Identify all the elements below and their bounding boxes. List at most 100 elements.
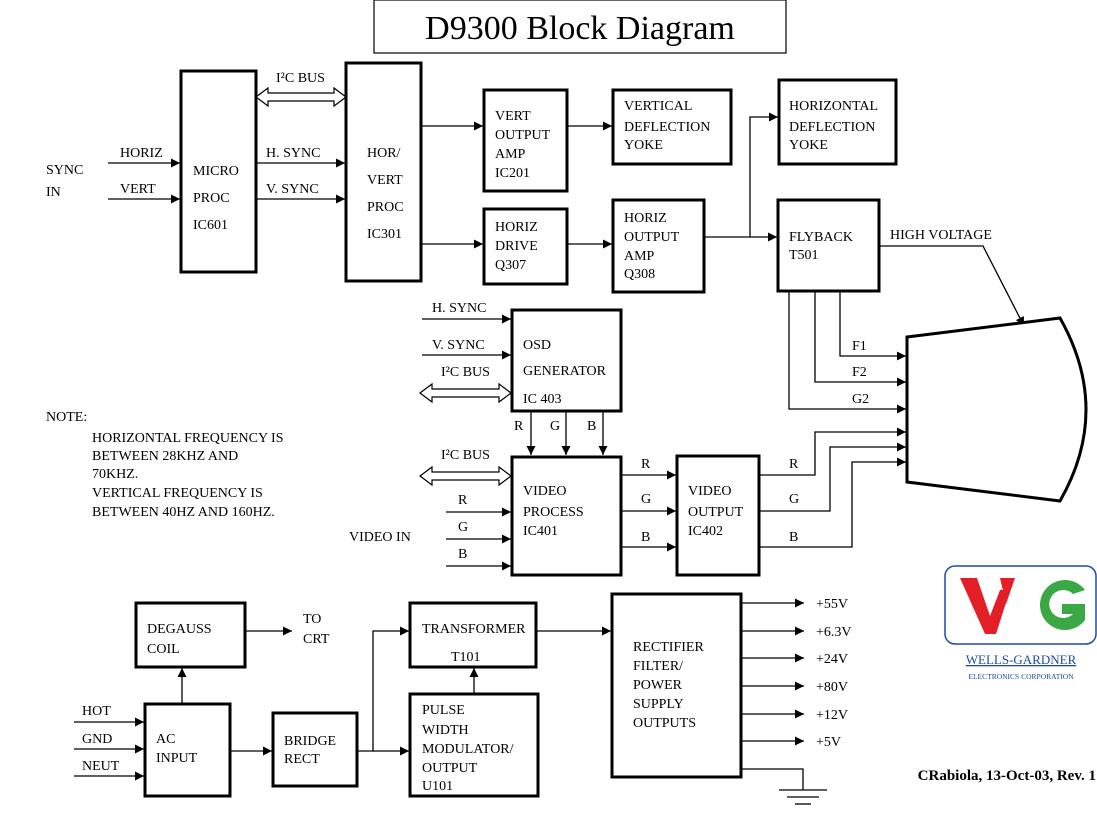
high-voltage-label: HIGH VOLTAGE [890,228,992,243]
note-line-5: BETWEEN 40HZ AND 160HZ. [92,505,275,520]
f1-wire [839,291,906,361]
vert-amp-line-3: AMP [495,147,526,162]
osd-line-2: GENERATOR [523,364,607,379]
pwm-line-2: WIDTH [422,723,469,738]
to-transformer-arrow [357,626,409,752]
output-80v-label: +80V [816,680,848,695]
horiz-input-label: HORIZ [120,146,163,161]
vert-amp-line-2: OUTPUT [495,128,551,143]
note-line-4: VERTICAL FREQUENCY IS [92,486,263,501]
micro-proc-block: MICRO PROC IC601 [179,69,258,274]
sync-in-label-2: IN [46,185,61,200]
bridge-line-2: RECT [284,752,320,767]
vo-g-label: G [789,492,799,507]
vert-yoke-line-2: DEFLECTION [624,120,710,135]
logo-company-name: WELLS-GARDNER [966,652,1077,667]
logo-subtitle: ELECTRONICS CORPORATION [968,672,1074,681]
i2c-bus-arrow-video [419,465,512,487]
wg-mark-icon [960,578,1085,634]
transformer-line-2: T101 [451,650,481,665]
micro-proc-line-1: MICRO [193,164,239,179]
sync-in-label-1: SYNC [46,163,83,178]
video-in-r-label: R [458,493,468,508]
osd-g-label: G [550,419,560,434]
horiz-yoke-line-2: DEFLECTION [789,120,875,135]
f1-label: F1 [852,339,867,354]
i2c-bus-arrow-top [255,86,347,108]
to-crt-label-1: TO [303,612,321,627]
video-process-block: VIDEO PROCESS IC401 [510,455,623,577]
f2-label: F2 [852,365,867,380]
horiz-amp-line-3: AMP [624,249,655,264]
output-6-3v-label: +6.3V [816,625,852,640]
hor-vert-line-3: PROC [367,200,404,215]
wells-gardner-logo: WELLS-GARDNER ELECTRONICS CORPORATION [944,565,1097,681]
vert-output-amp-block: VERT OUTPUT AMP IC201 [482,88,569,193]
vert-input-label: VERT [120,182,156,197]
g2-label: G2 [852,392,869,407]
page-title: D9300 Block Diagram [425,10,735,47]
vp-b-label: B [641,530,650,545]
note-block: NOTE: HORIZONTAL FREQUENCY IS BETWEEN 28… [46,410,284,520]
video-process-line-2: PROCESS [523,505,584,520]
i2c-bus-label-top: I²C BUS [276,71,325,86]
horiz-yoke-line-1: HORIZONTAL [789,99,878,114]
output-12v-label: +12V [816,708,848,723]
video-process-line-1: VIDEO [523,484,567,499]
video-output-line-3: IC402 [688,524,723,539]
ac-input-block: AC INPUT [143,702,232,798]
i2c-bus-label-video: I²C BUS [441,448,490,463]
note-line-2: BETWEEN 28KHZ AND [92,449,238,464]
horiz-drive-line-2: DRIVE [495,239,538,254]
rectifier-line-5: OUTPUTS [633,716,696,731]
crt-b-wire [759,457,906,548]
video-output-block: VIDEO OUTPUT IC402 [675,454,761,577]
horiz-amp-line-4: Q308 [624,267,655,282]
note-line-1: HORIZONTAL FREQUENCY IS [92,431,284,446]
degauss-line-2: COIL [147,642,180,657]
rectifier-line-2: FILTER/ [633,659,683,674]
flyback-block: FLYBACK T501 [776,198,881,293]
video-in-g-label: G [458,520,468,535]
micro-proc-line-2: PROC [193,191,230,206]
vp-g-label: G [641,492,651,507]
horiz-yoke-line-3: YOKE [789,138,828,153]
vertical-deflection-yoke-block: VERTICAL DEFLECTION YOKE [611,88,733,166]
output-55v-label: +55V [816,597,848,612]
hor-vert-line-2: VERT [367,173,403,188]
crt-r-wire [759,427,906,476]
credit-line: CRabiola, 13-Oct-03, Rev. 1 [918,768,1096,784]
f2-wire [814,291,906,387]
horiz-amp-line-1: HORIZ [624,211,667,226]
to-horiz-yoke-arrow [749,112,778,237]
vo-r-label: R [789,457,799,472]
pwm-line-4: OUTPUT [422,761,478,776]
flyback-line-2: T501 [789,248,819,263]
i2c-bus-arrow-osd [419,382,512,404]
note-heading: NOTE: [46,410,87,425]
osd-b-label: B [587,419,596,434]
horiz-drive-block: HORIZ DRIVE Q307 [482,207,569,286]
gnd-label: GND [82,732,112,747]
ac-input-line-1: AC [156,732,175,747]
bridge-rect-block: BRIDGE RECT [271,711,359,788]
hor-vert-line-4: IC301 [367,227,402,242]
video-output-line-2: OUTPUT [688,505,744,520]
video-in-b-label: B [458,547,467,562]
ground-symbol [741,768,827,805]
bridge-line-1: BRIDGE [284,734,336,749]
h-sync-label-1: H. SYNC [266,146,320,161]
osd-r-label: R [514,419,524,434]
osd-line-3: IC 403 [523,392,562,407]
hor-vert-proc-block: HOR/ VERT PROC IC301 [344,61,423,283]
rectifier-line-3: POWER [633,678,683,693]
ac-input-line-2: INPUT [156,751,198,766]
degauss-coil-block: DEGAUSS COIL [134,601,247,669]
vert-yoke-line-1: VERTICAL [624,99,692,114]
output-24v-label: +24V [816,652,848,667]
high-voltage-arrow [879,245,1025,327]
g2-wire [788,291,906,414]
pwm-line-1: PULSE [422,703,465,718]
vert-amp-line-1: VERT [495,109,531,124]
video-output-line-1: VIDEO [688,484,732,499]
